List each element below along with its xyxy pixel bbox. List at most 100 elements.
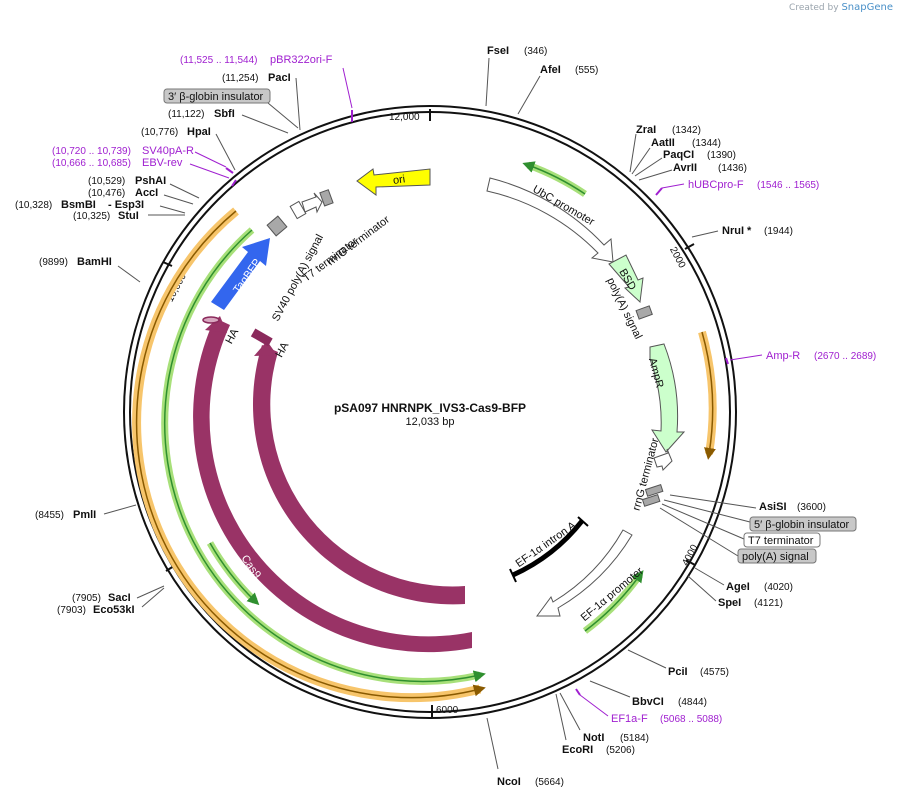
boxed-polya-signal[interactable]: poly(A) signal	[659, 507, 817, 564]
feature-label-ef1a-intron: EF-1α intron A	[514, 519, 579, 570]
enzyme-eco53ki[interactable]: Eco53kI (7903)	[57, 587, 165, 616]
boxed-label: 3′ β-globin insulator	[168, 91, 264, 103]
enzyme-name: FseI	[487, 45, 509, 57]
feature-cas9-inner: Cas9	[252, 341, 465, 605]
boxed-3prime-insulator[interactable]: 3′ β-globin insulator	[163, 88, 299, 129]
boxed-label: poly(A) signal	[742, 551, 809, 563]
enzyme-pshai[interactable]: PshAI (10,529)	[88, 175, 200, 199]
enzyme-agei[interactable]: AgeI (4020)	[694, 567, 793, 593]
enzyme-name: - Esp3I	[108, 199, 144, 211]
primer-pos: (10,666 .. 10,685)	[52, 158, 131, 169]
enzyme-name: SpeI	[718, 597, 741, 609]
enzyme-pos: (10,776)	[141, 127, 178, 138]
enzyme-bbvci[interactable]: BbvCI (4844)	[589, 680, 707, 708]
feature-small-boxes-right	[641, 484, 664, 507]
enzyme-name: BamHI	[77, 256, 112, 268]
enzyme-name: AfeI	[540, 64, 561, 76]
enzyme-bamhi[interactable]: BamHI (9899)	[39, 256, 141, 283]
enzyme-pos: (5206)	[606, 745, 635, 756]
plasmid-name: pSA097 HNRNPK_IVS3-Cas9-BFP	[334, 401, 526, 415]
enzyme-zrai[interactable]: ZraI (1342)	[629, 124, 701, 173]
primer-name: SV40pA-R	[142, 145, 194, 157]
enzyme-name: EcoRI	[562, 744, 593, 756]
enzyme-pos: (555)	[575, 65, 598, 76]
enzyme-pos: (1390)	[707, 150, 736, 161]
enzyme-name: NruI *	[722, 225, 752, 237]
enzyme-name: AvrII	[673, 162, 697, 174]
enzyme-name: SacI	[108, 592, 131, 604]
tick-label-6000: 6000	[436, 705, 459, 716]
enzyme-spei[interactable]: SpeI (4121)	[687, 575, 783, 609]
enzyme-acci[interactable]: AccI (10,476)	[88, 187, 194, 205]
feature-ubc-promoter: UbC promoter	[486, 177, 614, 263]
enzyme-hpai[interactable]: HpaI (10,776)	[141, 126, 236, 171]
primer-pbr322ori-f[interactable]: pBR322ori-F (11,525 .. 11,544)	[180, 54, 353, 122]
enzyme-pos: (10,325)	[73, 211, 110, 222]
enzyme-noti[interactable]: NotI (5184)	[559, 692, 649, 744]
enzyme-pos: (8455)	[35, 510, 64, 521]
enzyme-bsmbi[interactable]: BsmBI (10,328)	[15, 199, 186, 214]
primer-sv40pa-r[interactable]: SV40pA-R (10,720 .. 10,739)	[52, 145, 234, 174]
feature-label-ori: ori	[392, 173, 406, 187]
enzyme-stui[interactable]: StuI (10,325)	[73, 210, 185, 222]
enzyme-name: PacI	[268, 72, 291, 84]
snapgene-brand: SnapGene	[841, 2, 893, 13]
enzyme-name: BsmBI	[61, 199, 96, 211]
primer-hubcpro-f[interactable]: hUBCpro-F (1546 .. 1565)	[655, 179, 819, 196]
tick-6000: 6000	[431, 705, 459, 717]
primer-name: EBV-rev	[142, 157, 183, 169]
primer-pos: (2670 .. 2689)	[814, 351, 876, 362]
enzyme-pmli[interactable]: PmlI (8455)	[35, 504, 137, 521]
enzyme-name: StuI	[118, 210, 139, 222]
enzyme-esp3i[interactable]: - Esp3I	[108, 199, 144, 211]
enzyme-paci[interactable]: PacI (11,254)	[222, 72, 301, 131]
enzyme-pos: (11,254)	[222, 73, 259, 84]
feature-bsd: BSD	[608, 254, 644, 304]
primer-name: Amp-R	[766, 350, 800, 362]
enzyme-ncoi[interactable]: NcoI (5664)	[486, 717, 564, 788]
enzyme-pos: (7905)	[72, 593, 101, 604]
enzyme-pos: (10,476)	[88, 188, 125, 199]
enzyme-fsei[interactable]: FseI (346)	[485, 45, 547, 107]
boxed-t7-terminator[interactable]: T7 terminator	[661, 503, 821, 548]
enzyme-name: AatII	[651, 137, 675, 149]
enzyme-name: AgeI	[726, 581, 750, 593]
enzyme-ecori[interactable]: EcoRI (5206)	[555, 693, 635, 756]
enzyme-pos: (10,328)	[15, 200, 52, 211]
enzyme-pos: (1342)	[672, 125, 701, 136]
primer-pos: (10,720 .. 10,739)	[52, 146, 131, 157]
tick-label-2000: 2000	[667, 245, 687, 270]
enzyme-asisi[interactable]: AsiSI (3600)	[669, 494, 826, 513]
enzyme-avrii[interactable]: AvrII (1436)	[638, 162, 747, 181]
primer-amp-r[interactable]: Amp-R (2670 .. 2689)	[725, 350, 876, 365]
enzyme-aatii[interactable]: AatII (1344)	[631, 137, 721, 175]
primer-pos: (11,525 .. 11,544)	[180, 55, 257, 66]
enzyme-pcii[interactable]: PciI (4575)	[627, 649, 729, 678]
enzyme-name: HpaI	[187, 126, 211, 138]
created-by-watermark: Created by SnapGene	[789, 2, 893, 13]
enzyme-pos: (1436)	[718, 163, 747, 174]
primer-name: EF1a-F	[611, 713, 648, 725]
plasmid-size: 12,033 bp	[406, 416, 455, 428]
primer-pos: (5068 .. 5088)	[660, 714, 722, 725]
boxed-5prime-insulator[interactable]: 5′ β-globin insulator	[663, 499, 857, 532]
enzyme-name: NcoI	[497, 776, 521, 788]
enzyme-pos: (1944)	[764, 226, 793, 237]
enzyme-saci[interactable]: SacI (7905)	[72, 585, 165, 604]
enzyme-pos: (11,122)	[168, 109, 205, 120]
enzyme-paqci[interactable]: PaqCI (1390)	[634, 149, 736, 177]
enzyme-pos: (1344)	[692, 138, 721, 149]
enzyme-name: NotI	[583, 732, 604, 744]
enzyme-name: PciI	[668, 666, 688, 678]
enzyme-afei[interactable]: AfeI (555)	[517, 64, 598, 115]
enzyme-nrui[interactable]: NruI * (1944)	[691, 225, 793, 238]
orf-arcs	[132, 161, 717, 703]
enzyme-pos: (4121)	[754, 598, 783, 609]
feature-tagbfp: TagBFP	[211, 238, 270, 310]
enzyme-sbfi[interactable]: SbfI (11,122)	[168, 108, 289, 134]
primer-ebv-rev[interactable]: EBV-rev (10,666 .. 10,685)	[52, 157, 237, 187]
feature-label-sv40-polya: SV40 poly(A) signal	[270, 232, 326, 323]
feature-ampr: AmpR	[646, 343, 686, 453]
primer-ef1a-f[interactable]: EF1a-F (5068 .. 5088)	[575, 688, 722, 725]
